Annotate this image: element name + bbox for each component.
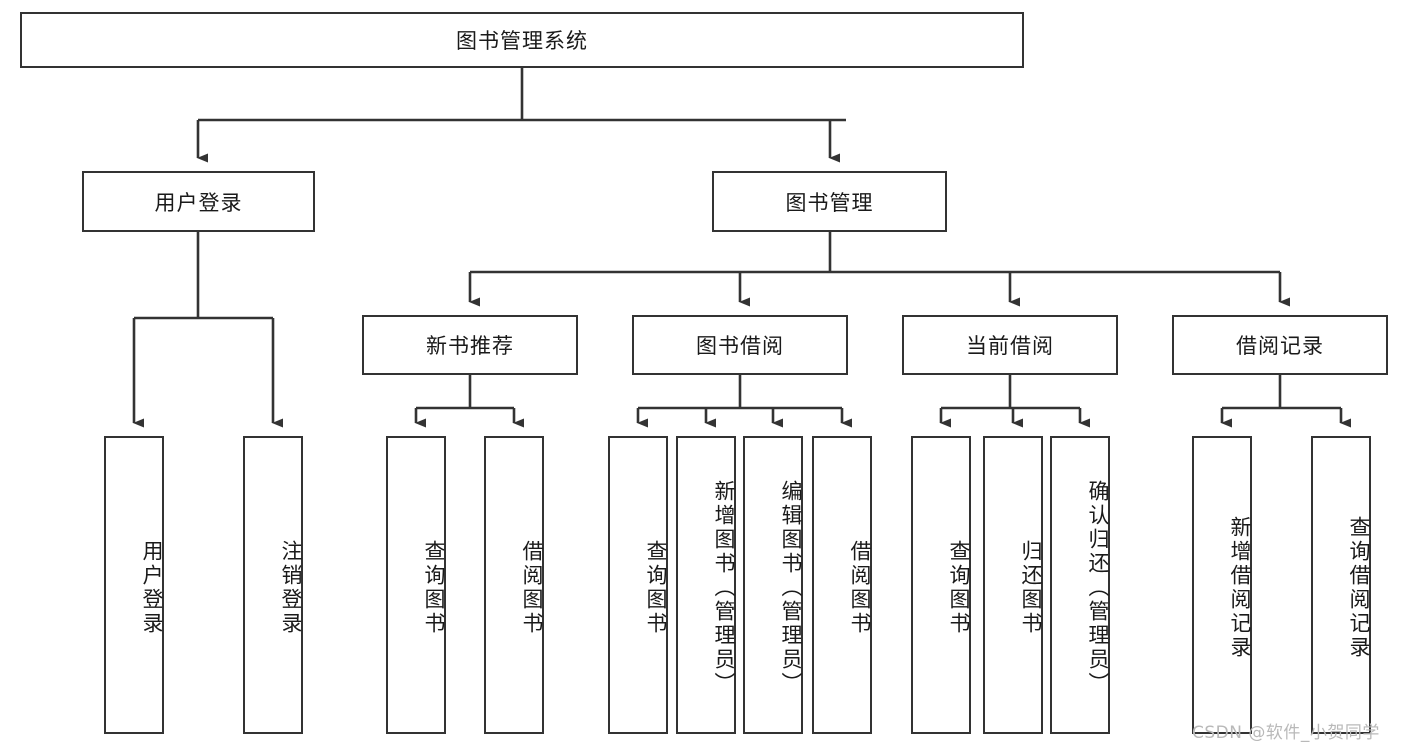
- node-label: 借阅记录: [1236, 334, 1324, 358]
- node-label: 用户登录: [140, 540, 164, 636]
- node-label: 查询图书: [644, 540, 668, 636]
- node-leaf-add-book-admin[interactable]: 新增图书（管理员）: [676, 436, 736, 734]
- node-label: 确认归还（管理员）: [1086, 480, 1110, 696]
- node-leaf-borrow-book-1[interactable]: 借阅图书: [484, 436, 544, 734]
- node-leaf-logout-login[interactable]: 注销登录: [243, 436, 303, 734]
- node-leaf-user-login[interactable]: 用户登录: [104, 436, 164, 734]
- edges-new-book-recommend: [414, 375, 524, 428]
- node-label: 新增借阅记录: [1228, 516, 1252, 660]
- node-book-manage[interactable]: 图书管理: [712, 171, 947, 232]
- node-leaf-edit-book-admin[interactable]: 编辑图书（管理员）: [743, 436, 803, 734]
- edges-book-borrow: [636, 375, 852, 428]
- node-label: 注销登录: [279, 540, 303, 636]
- node-current-borrow[interactable]: 当前借阅: [902, 315, 1118, 375]
- node-label: 图书借阅: [696, 334, 784, 358]
- node-label: 借阅图书: [520, 540, 544, 636]
- node-leaf-add-borrow-record[interactable]: 新增借阅记录: [1192, 436, 1252, 734]
- node-leaf-query-book-1[interactable]: 查询图书: [386, 436, 446, 734]
- node-new-book-recommend[interactable]: 新书推荐: [362, 315, 578, 375]
- node-leaf-borrow-book-2[interactable]: 借阅图书: [812, 436, 872, 734]
- node-leaf-query-book-2[interactable]: 查询图书: [608, 436, 668, 734]
- node-leaf-confirm-return-admin[interactable]: 确认归还（管理员）: [1050, 436, 1110, 734]
- node-label: 当前借阅: [966, 334, 1054, 358]
- node-label: 归还图书: [1019, 540, 1043, 636]
- node-leaf-return-book[interactable]: 归还图书: [983, 436, 1043, 734]
- edges-root: [196, 68, 846, 163]
- edges-user-login: [132, 232, 283, 428]
- node-label: 查询图书: [422, 540, 446, 636]
- node-label: 新书推荐: [426, 334, 514, 358]
- edges-borrow-record: [1220, 375, 1351, 428]
- node-user-login[interactable]: 用户登录: [82, 171, 315, 232]
- node-label: 编辑图书（管理员）: [779, 480, 803, 696]
- node-label: 查询图书: [947, 540, 971, 636]
- node-label: 查询借阅记录: [1347, 516, 1371, 660]
- node-label: 用户登录: [154, 190, 243, 215]
- edges-book-manage: [468, 232, 1290, 307]
- node-leaf-query-borrow-record[interactable]: 查询借阅记录: [1311, 436, 1371, 734]
- node-label: 借阅图书: [848, 540, 872, 636]
- node-label: 图书管理: [785, 190, 874, 215]
- edges-current-borrow: [939, 375, 1090, 428]
- node-borrow-record[interactable]: 借阅记录: [1172, 315, 1388, 375]
- node-label: 图书管理系统: [456, 29, 588, 53]
- csdn-watermark: CSDN @软件_小贺同学: [1192, 723, 1380, 743]
- node-label: 新增图书（管理员）: [712, 480, 736, 696]
- node-leaf-query-book-3[interactable]: 查询图书: [911, 436, 971, 734]
- node-root-system[interactable]: 图书管理系统: [20, 12, 1024, 68]
- node-book-borrow[interactable]: 图书借阅: [632, 315, 848, 375]
